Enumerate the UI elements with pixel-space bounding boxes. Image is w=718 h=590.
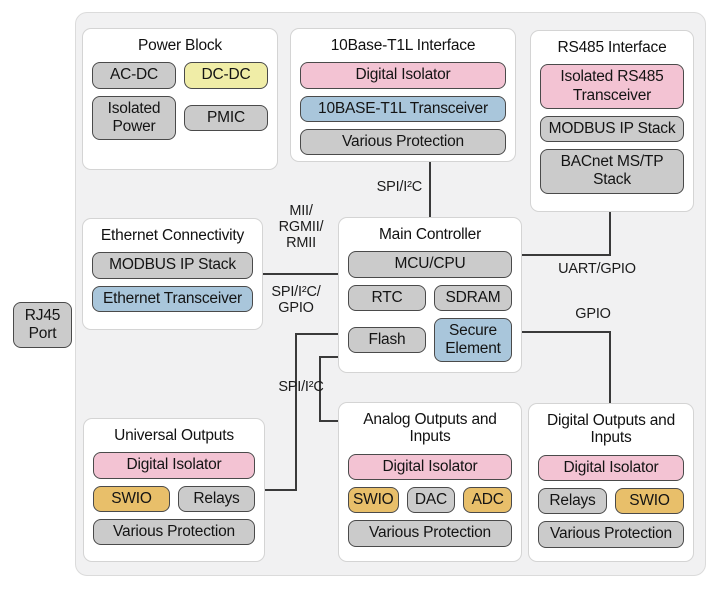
main-row-2: Flash Secure Element — [348, 317, 512, 363]
block-analog-various-protection: Various Protection — [348, 520, 512, 547]
panel-title-universal-outputs: Universal Outputs — [114, 427, 234, 444]
panel-digital-outputs-inputs: Digital Outputs and Inputs Digital Isola… — [528, 403, 694, 562]
connection-label-mii-rgmii-rmii: MII/ RGMII/ RMII — [278, 203, 324, 252]
panel-title-main-controller: Main Controller — [378, 226, 482, 243]
power-row-2: Isolated Power PMIC — [92, 95, 268, 141]
universal-row: SWIO Relays — [93, 485, 255, 512]
panel-title-ethernet: Ethernet Connectivity — [100, 227, 245, 244]
panel-universal-outputs: Universal Outputs Digital Isolator SWIO … — [83, 418, 265, 562]
panel-title-10base-t1l: 10Base-T1L Interface — [330, 37, 476, 54]
panel-title-analog: Analog Outputs and Inputs — [363, 411, 497, 446]
block-universal-swio: SWIO — [93, 485, 170, 512]
connection-label-uart-gpio: UART/GPIO — [558, 261, 636, 277]
block-digital-various-protection: Various Protection — [538, 521, 684, 548]
wire-main-to-digital — [522, 331, 611, 403]
connection-label-spi-i2c-gpio: SPI/I²C/ GPIO — [271, 284, 321, 317]
block-digital-swio: SWIO — [615, 488, 684, 515]
block-analog-digital-isolator: Digital Isolator — [348, 453, 512, 480]
panel-power-block: Power Block AC-DC DC-DC Isolated Power P… — [82, 28, 278, 170]
panel-analog-outputs-inputs: Analog Outputs and Inputs Digital Isolat… — [338, 402, 522, 562]
panel-rs485-interface: RS485 Interface Isolated RS485 Transceiv… — [530, 30, 694, 212]
block-10base-t1l-transceiver: 10BASE-T1L Transceiver — [300, 95, 506, 122]
block-sdram: SDRAM — [434, 284, 512, 311]
panel-ethernet-connectivity: Ethernet Connectivity MODBUS IP Stack Et… — [82, 218, 263, 330]
block-mcu-cpu: MCU/CPU — [348, 251, 512, 278]
block-analog-swio: SWIO — [348, 487, 399, 514]
block-ac-dc: AC-DC — [92, 62, 176, 89]
block-digital-relays: Relays — [538, 488, 607, 515]
panel-title-power-block: Power Block — [138, 37, 222, 54]
block-universal-various-protection: Various Protection — [93, 518, 255, 546]
digital-row: Relays SWIO — [538, 488, 684, 515]
panel-title-rs485: RS485 Interface — [557, 39, 667, 56]
block-universal-digital-isolator: Digital Isolator — [93, 452, 255, 479]
connection-label-gpio: GPIO — [575, 306, 611, 322]
block-dc-dc: DC-DC — [184, 62, 268, 89]
panel-main-controller: Main Controller MCU/CPU RTC SDRAM Flash … — [338, 217, 522, 373]
wire-main-to-analog — [319, 356, 338, 422]
block-pmic: PMIC — [184, 104, 268, 132]
block-bacnet-mstp-stack: BACnet MS/TP Stack — [540, 149, 684, 194]
wire-main-to-universal — [265, 333, 338, 491]
block-modbus-ip-stack-ethernet: MODBUS IP Stack — [92, 252, 253, 279]
power-row-1: AC-DC DC-DC — [92, 62, 268, 89]
block-secure-element: Secure Element — [434, 317, 512, 363]
connection-label-spi-i2c-top: SPI/I²C — [376, 179, 423, 195]
block-flash: Flash — [348, 327, 426, 354]
connection-label-spi-i2c-bottom: SPI/I²C — [278, 379, 324, 395]
block-rtc: RTC — [348, 284, 426, 311]
block-rj45-port: RJ45 Port — [13, 302, 72, 348]
panel-10base-t1l-interface: 10Base-T1L Interface Digital Isolator 10… — [290, 28, 516, 162]
main-row-1: RTC SDRAM — [348, 284, 512, 311]
block-isolated-power: Isolated Power — [92, 95, 176, 141]
block-adc: ADC — [463, 487, 512, 514]
block-modbus-ip-stack-rs485: MODBUS IP Stack — [540, 115, 684, 143]
block-universal-relays: Relays — [178, 485, 255, 512]
block-dac: DAC — [406, 487, 456, 514]
analog-row: SWIO DAC ADC — [348, 487, 512, 514]
block-t1l-digital-isolator: Digital Isolator — [300, 62, 506, 89]
panel-title-digital: Digital Outputs and Inputs — [546, 412, 676, 447]
block-isolated-rs485-transceiver: Isolated RS485 Transceiver — [540, 64, 684, 109]
wire-main-to-rs485 — [522, 212, 611, 256]
block-t1l-various-protection: Various Protection — [300, 128, 506, 156]
block-ethernet-transceiver: Ethernet Transceiver — [92, 285, 253, 312]
block-digital-digital-isolator: Digital Isolator — [538, 454, 684, 481]
